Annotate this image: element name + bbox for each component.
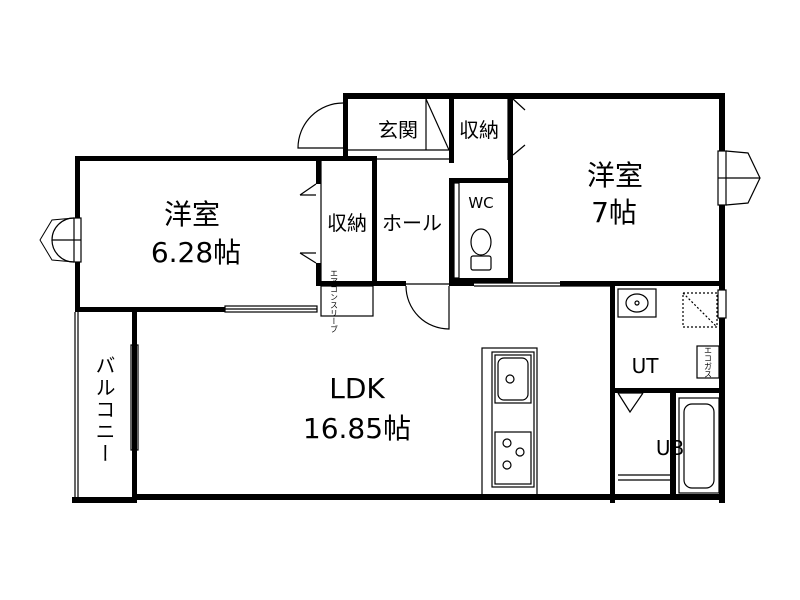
storage-2-label: 収納 <box>459 118 499 142</box>
hall-label: ホール <box>382 211 442 235</box>
balcony-label: バルコニー <box>92 355 116 465</box>
western-room-2-size: 7帖 <box>591 196 637 229</box>
ldk-size: 16.85帖 <box>303 412 411 445</box>
eco-gas-label: エコガス <box>704 346 713 378</box>
entrance-label: 玄関 <box>378 118 418 142</box>
details <box>39 98 761 497</box>
ub-label: UB <box>656 436 684 460</box>
aircon-sleeve-label: エアコンスリーブ <box>330 269 339 333</box>
labels: 洋室 6.28帖 洋室 7帖 LDK 16.85帖 玄関 収納 収納 ホール W… <box>92 118 713 465</box>
western-room-2-name: 洋室 <box>587 159 643 192</box>
western-room-1-name: 洋室 <box>164 198 220 231</box>
ldk-name: LDK <box>329 372 385 405</box>
western-room-1-size: 6.28帖 <box>151 236 241 269</box>
wc-label: WC <box>468 194 493 212</box>
storage-1-label: 収納 <box>327 211 367 235</box>
ut-label: UT <box>632 354 660 378</box>
